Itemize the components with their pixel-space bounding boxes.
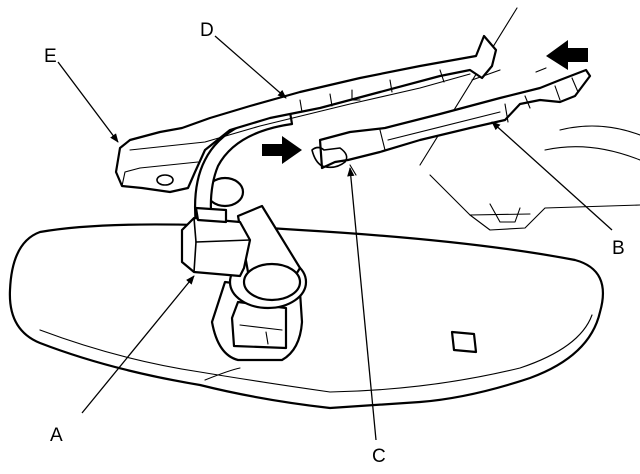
leader-d — [214, 35, 287, 99]
callout-d: D — [200, 20, 214, 41]
push-arrow-left — [546, 40, 588, 70]
leader-e — [57, 61, 119, 143]
callout-a: A — [50, 425, 63, 446]
cover-b — [311, 68, 592, 176]
callout-c: C — [372, 446, 386, 467]
direction-arrows — [262, 40, 588, 164]
leader-c — [347, 167, 377, 441]
callout-e: E — [44, 46, 57, 67]
mirror-body — [8, 223, 605, 410]
push-arrow-right — [262, 136, 302, 164]
callout-b: B — [612, 238, 625, 259]
leader-lines — [57, 35, 613, 441]
leader-a — [81, 275, 195, 414]
sensor-square — [450, 330, 478, 354]
leader-b — [491, 121, 613, 231]
windshield-bracket — [114, 34, 498, 194]
connector-a — [180, 206, 252, 278]
windshield-background-lines — [419, 7, 640, 231]
